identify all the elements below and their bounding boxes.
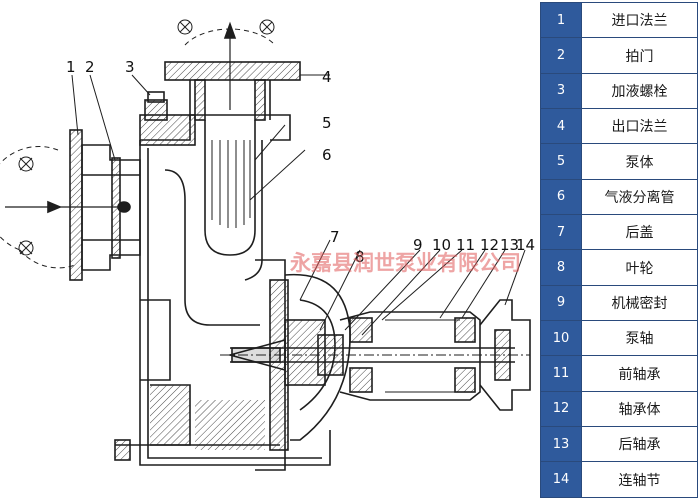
callout-1: 1 xyxy=(66,58,76,76)
part-number: 11 xyxy=(540,355,582,392)
part-name: 后盖 xyxy=(581,214,698,251)
callout-8: 8 xyxy=(355,248,365,266)
part-name: 叶轮 xyxy=(581,249,698,286)
callout-5: 5 xyxy=(322,114,332,132)
part-name: 前轴承 xyxy=(581,355,698,392)
part-number: 14 xyxy=(540,461,582,498)
callout-9: 9 xyxy=(413,236,423,254)
inlet-flange-bolt-circle xyxy=(0,146,76,269)
outlet-flow-arrow xyxy=(177,19,276,110)
gas-liquid-separation-tube xyxy=(204,120,263,281)
part-name: 气液分离管 xyxy=(581,178,698,216)
part-name: 进口法兰 xyxy=(581,1,698,39)
coupling xyxy=(479,299,531,411)
callout-12: 12 xyxy=(480,236,499,254)
pump-cross-section-drawing: 1 2 3 4 5 6 7 8 9 10 11 12 13 14 永嘉县润世泵业… xyxy=(0,19,535,471)
part-name: 连轴节 xyxy=(581,461,698,498)
callout-7: 7 xyxy=(330,228,340,246)
part-number: 13 xyxy=(540,426,582,463)
part-number: 4 xyxy=(540,108,582,145)
rear-cover xyxy=(255,259,351,471)
callout-10: 10 xyxy=(432,236,451,254)
part-number: 12 xyxy=(540,390,582,428)
part-name: 轴承体 xyxy=(581,390,698,428)
part-number: 8 xyxy=(540,249,582,286)
callout-6: 6 xyxy=(322,146,332,164)
callout-14: 14 xyxy=(516,236,535,254)
callout-3: 3 xyxy=(125,58,135,76)
flap-valve xyxy=(111,157,131,259)
callout-11: 11 xyxy=(456,236,475,254)
rear-bearing xyxy=(454,317,476,393)
outlet-flange xyxy=(164,61,301,121)
pump-shaft xyxy=(220,347,530,363)
bearing-housing xyxy=(339,311,481,401)
part-name: 泵体 xyxy=(581,143,698,180)
part-number: 2 xyxy=(540,37,582,74)
callout-2: 2 xyxy=(85,58,95,76)
part-name: 加液螺栓 xyxy=(581,72,698,110)
part-name: 出口法兰 xyxy=(581,108,698,145)
part-number: 5 xyxy=(540,143,582,180)
part-name: 后轴承 xyxy=(581,426,698,463)
part-number: 7 xyxy=(540,214,582,251)
part-number: 9 xyxy=(540,284,582,322)
part-name: 拍门 xyxy=(581,37,698,74)
part-name: 机械密封 xyxy=(581,284,698,322)
inlet-flow-arrow xyxy=(5,200,130,214)
pump-body xyxy=(114,114,331,466)
part-name: 泵轴 xyxy=(581,320,698,357)
callout-4: 4 xyxy=(322,68,332,86)
callout-13: 13 xyxy=(500,236,519,254)
part-number: 6 xyxy=(540,178,582,216)
front-bearing xyxy=(349,317,373,393)
watermark: 永嘉县润世泵业有限公司 xyxy=(289,251,521,275)
part-number: 10 xyxy=(540,320,582,357)
part-number: 1 xyxy=(540,1,582,39)
filling-bolt xyxy=(144,91,168,121)
part-number: 3 xyxy=(540,72,582,110)
callout-leaders xyxy=(71,74,526,336)
